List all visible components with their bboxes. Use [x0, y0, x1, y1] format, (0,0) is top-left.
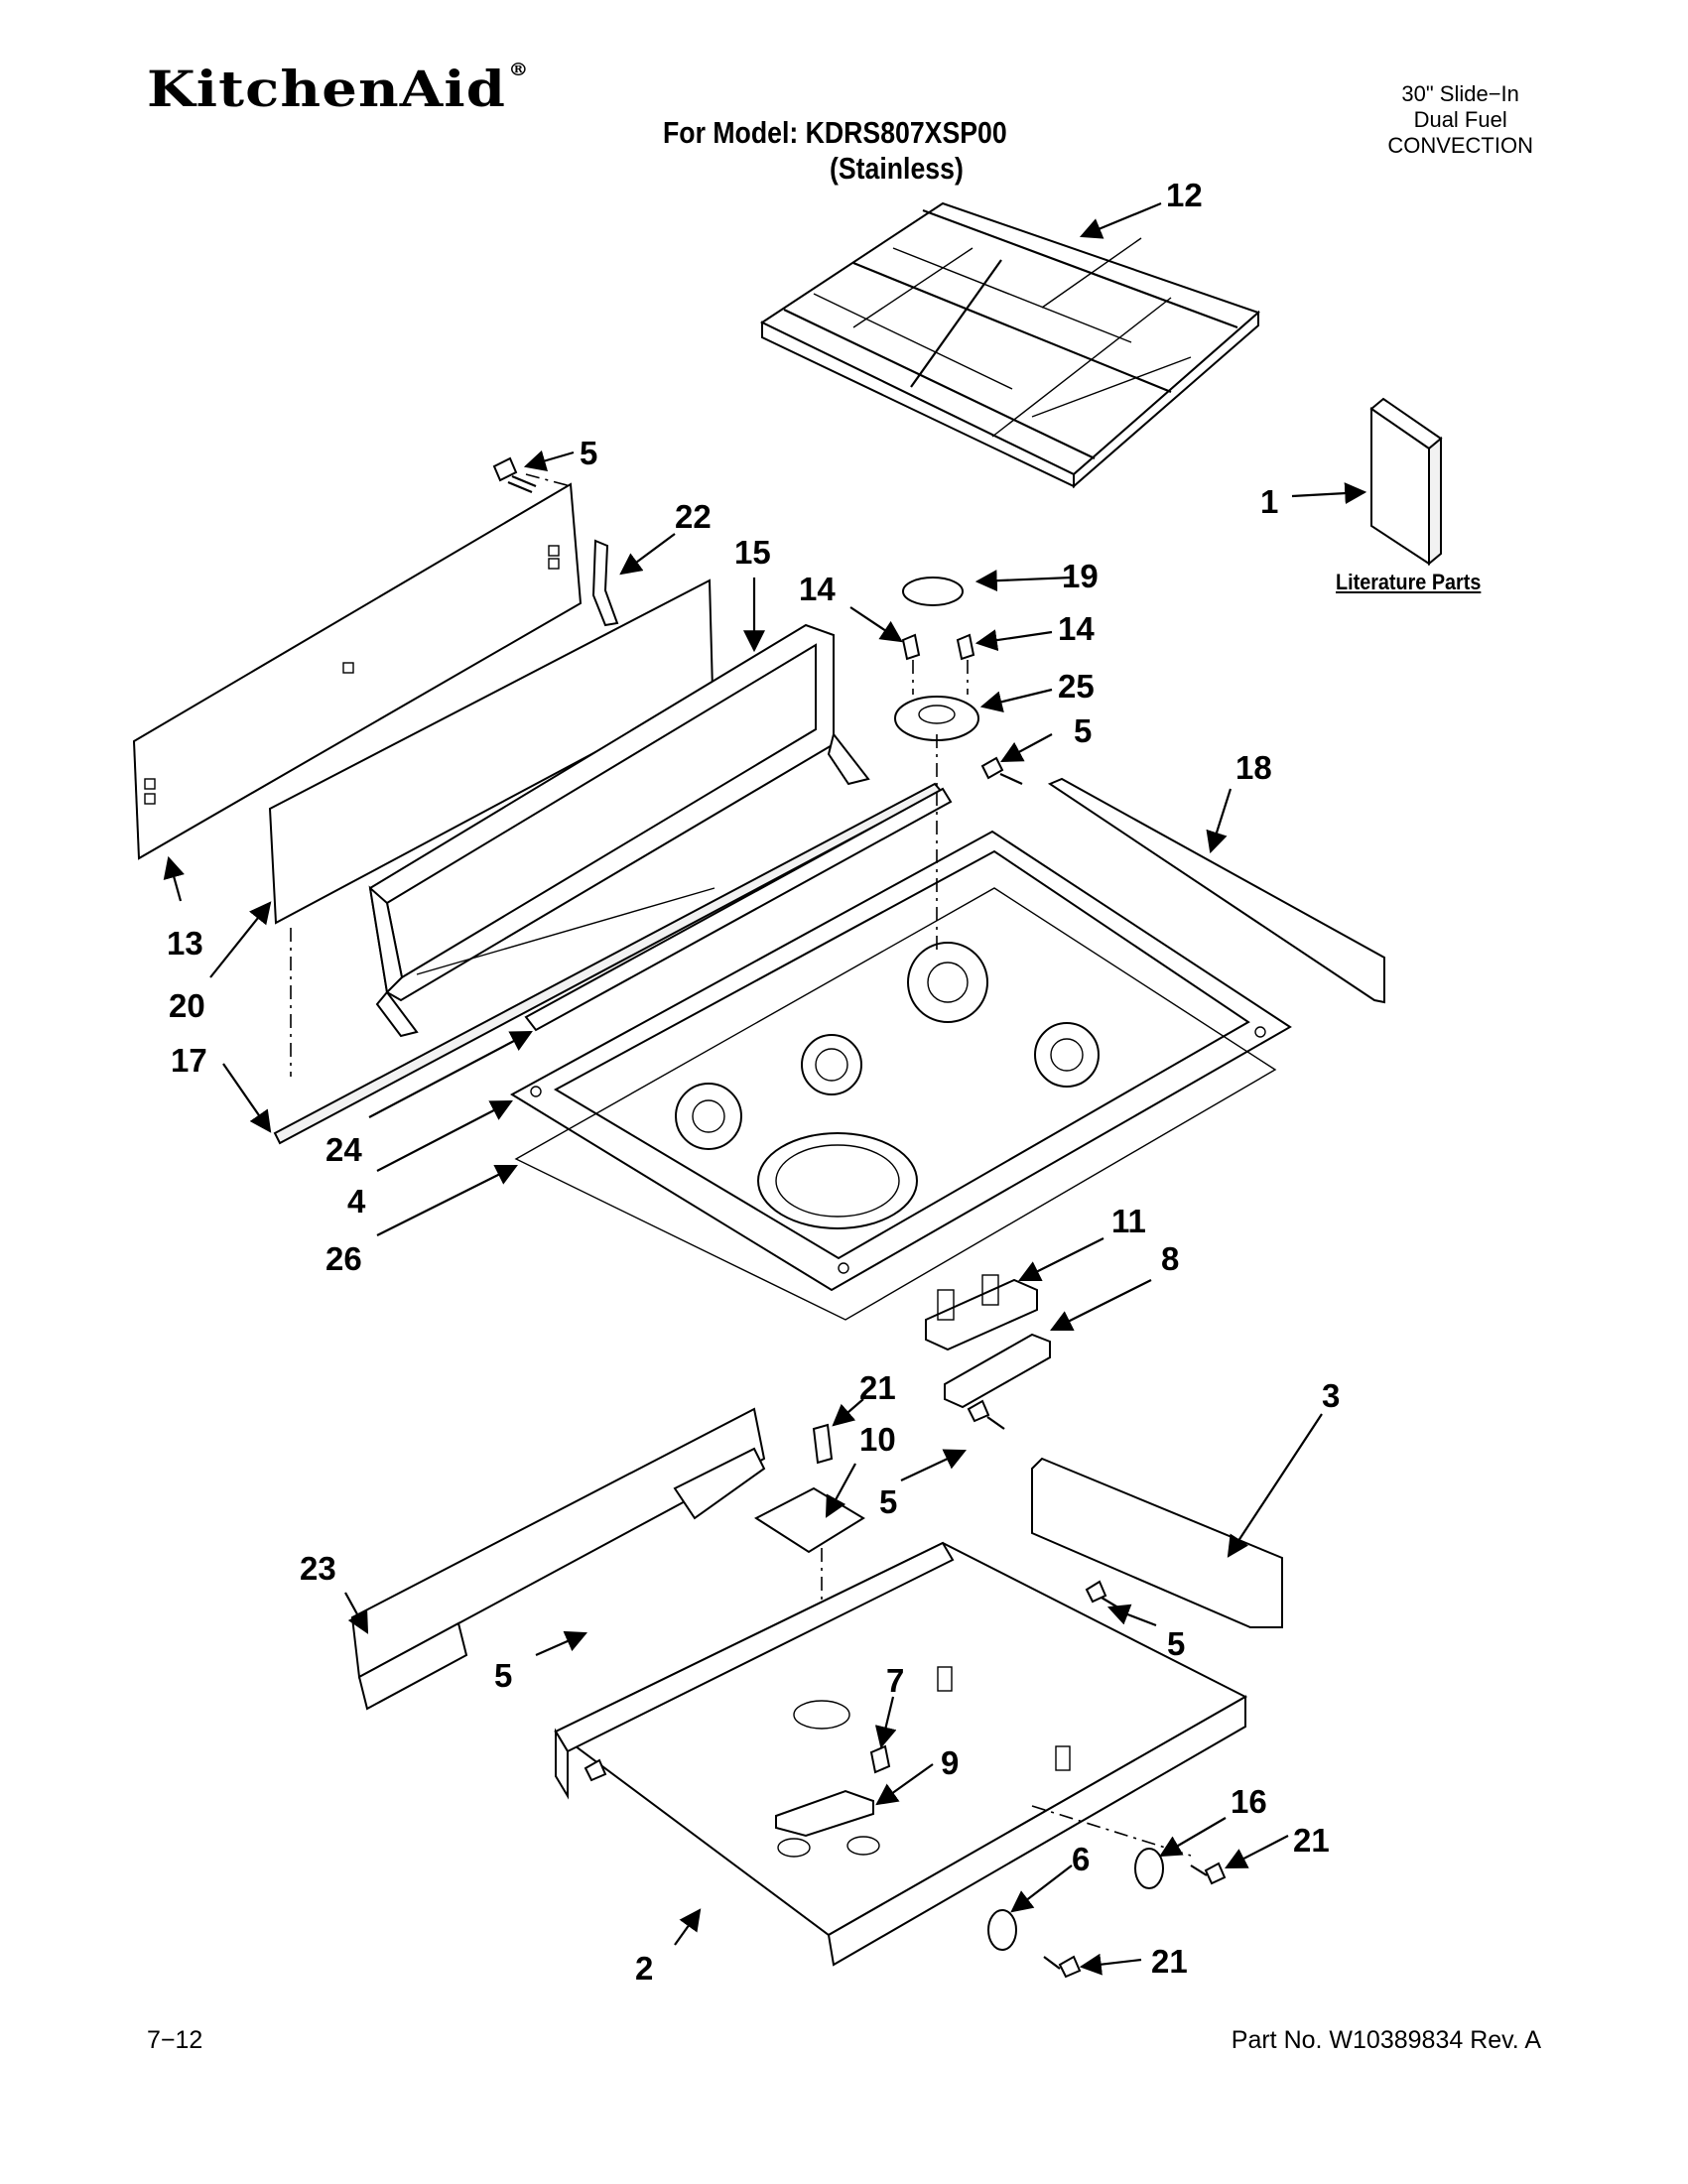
callout-21: 21	[859, 1369, 896, 1406]
ignitor-module	[925, 1274, 1038, 1351]
callout-5: 5	[879, 1483, 897, 1520]
callout-5: 5	[1167, 1625, 1185, 1662]
callout-10: 10	[859, 1421, 896, 1458]
callout-7: 7	[886, 1662, 904, 1699]
model-variant: (Stainless)	[830, 151, 964, 186]
model-title: For Model: KDRS807XSP00	[663, 115, 1007, 150]
bracket-22	[591, 539, 619, 627]
callout-25: 25	[1058, 668, 1095, 705]
callout-5: 5	[494, 1657, 512, 1694]
side-bracket-left	[350, 1407, 766, 1711]
callout-4: 4	[347, 1183, 366, 1220]
screw-icon	[1085, 1580, 1122, 1610]
callout-16: 16	[1231, 1783, 1267, 1820]
callout-5: 5	[1074, 712, 1092, 749]
literature-parts-label: Literature Parts	[1336, 570, 1482, 594]
callout-13: 13	[167, 925, 203, 962]
clip-16	[1134, 1848, 1164, 1889]
bracket-9	[775, 1789, 874, 1838]
callout-1: 1	[1260, 483, 1278, 520]
callout-22: 22	[675, 498, 712, 535]
screw-icon	[492, 456, 537, 494]
backguard-panel	[132, 473, 583, 860]
callout-23: 23	[300, 1550, 336, 1587]
screw-icon	[1043, 1955, 1082, 1979]
grate-assembly	[759, 201, 1260, 489]
callout-14-right: 14	[1058, 610, 1095, 647]
brand-name: KitchenAid	[147, 60, 507, 118]
literature-booklet	[1369, 397, 1443, 567]
callout-8: 8	[1161, 1240, 1179, 1277]
callout-5: 5	[580, 435, 597, 471]
clip-6	[987, 1909, 1017, 1951]
registered-mark: ®	[508, 60, 530, 80]
callout-21: 21	[1293, 1822, 1330, 1859]
side-trim	[1047, 777, 1385, 1004]
product-description: 30" Slide−In Dual Fuel CONVECTION	[1387, 81, 1533, 159]
leader-arrows	[163, 201, 1367, 1976]
base-tray	[554, 1541, 1248, 1967]
callout-26: 26	[325, 1240, 362, 1277]
description-line-1: 30" Slide−In	[1401, 81, 1519, 106]
side-bracket-right	[1031, 1457, 1283, 1628]
screw-icon	[584, 1758, 607, 1782]
bracket-8	[944, 1333, 1051, 1409]
gasket	[514, 887, 1277, 1321]
page-number: 7−12	[147, 2026, 203, 2054]
part-number: Part No. W10389834 Rev. A	[1231, 2026, 1541, 2054]
trim-24	[524, 787, 953, 1032]
screw-icon	[967, 1399, 1005, 1430]
callout-18: 18	[1235, 749, 1272, 786]
callout-19: 19	[1062, 558, 1099, 594]
burner-assembly	[894, 577, 979, 953]
description-line-2: Dual Fuel	[1413, 107, 1507, 132]
callout-2: 2	[635, 1950, 653, 1987]
control-frame	[368, 623, 870, 1038]
callout-9: 9	[941, 1744, 959, 1781]
screw-icon	[869, 1744, 891, 1774]
callout-11: 11	[1111, 1203, 1146, 1239]
callout-6: 6	[1072, 1841, 1090, 1877]
screw-icon	[980, 756, 1023, 786]
cooktop	[510, 830, 1292, 1292]
callout-24: 24	[325, 1131, 362, 1168]
callout-20: 20	[169, 987, 205, 1024]
callout-21: 21	[1151, 1943, 1188, 1980]
callout-14-left: 14	[799, 571, 836, 607]
callout-15: 15	[734, 534, 771, 571]
callout-labels: 12 1 5 22 15 19 14 14 25 5 18 13 20 17 2…	[167, 177, 1340, 1987]
description-line-3: CONVECTION	[1387, 133, 1533, 158]
screw-icon	[1190, 1862, 1227, 1885]
callout-12: 12	[1166, 177, 1203, 213]
callout-17: 17	[171, 1042, 207, 1079]
callout-3: 3	[1322, 1377, 1340, 1414]
brand-logo: KitchenAid®	[147, 60, 530, 118]
